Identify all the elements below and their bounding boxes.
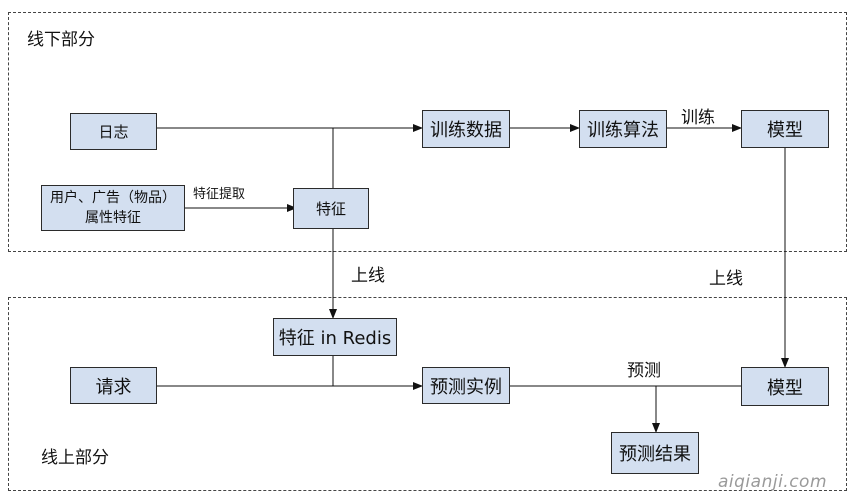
online-region-label: 线上部分 — [41, 448, 109, 468]
node-log: 日志 — [70, 113, 157, 150]
node-user-ad-attributes: 用户、广告（物品） 属性特征 — [41, 185, 185, 231]
node-feature-in-redis-label: 特征 in Redis — [278, 328, 392, 349]
node-prediction-result-label: 预测结果 — [619, 444, 691, 465]
offline-region — [8, 12, 847, 252]
node-user-ad-attributes-line1: 用户、广告（物品） — [50, 190, 176, 206]
node-training-algorithm: 训练算法 — [579, 110, 667, 148]
node-training-data: 训练数据 — [422, 110, 510, 148]
node-log-label: 日志 — [98, 123, 129, 141]
node-model-online-label: 模型 — [767, 377, 803, 399]
node-feature-label: 特征 — [315, 200, 346, 218]
edge-label-predict: 预测 — [627, 361, 661, 381]
online-region — [8, 297, 847, 491]
node-feature-in-redis: 特征 in Redis — [273, 318, 397, 356]
node-prediction-result: 预测结果 — [611, 432, 699, 474]
watermark-text: aiqianji.com — [718, 472, 828, 492]
node-model-online: 模型 — [741, 367, 829, 406]
node-prediction-instance-label: 预测实例 — [430, 376, 502, 398]
offline-region-label: 线下部分 — [27, 30, 95, 50]
node-training-data-label: 训练数据 — [430, 120, 502, 141]
node-model-offline-label: 模型 — [767, 120, 803, 141]
edge-label-deploy-feature: 上线 — [351, 266, 385, 286]
node-request-label: 请求 — [95, 376, 132, 398]
node-prediction-instance: 预测实例 — [422, 367, 510, 404]
node-user-ad-attributes-line2: 属性特征 — [85, 210, 141, 226]
node-training-algorithm-label: 训练算法 — [587, 120, 659, 141]
edge-label-deploy-model: 上线 — [709, 269, 743, 289]
node-feature: 特征 — [293, 188, 369, 229]
node-request: 请求 — [70, 367, 157, 404]
node-model-offline: 模型 — [741, 110, 829, 148]
edge-label-feature-extraction: 特征提取 — [193, 187, 246, 202]
edge-label-train: 训练 — [681, 108, 715, 128]
